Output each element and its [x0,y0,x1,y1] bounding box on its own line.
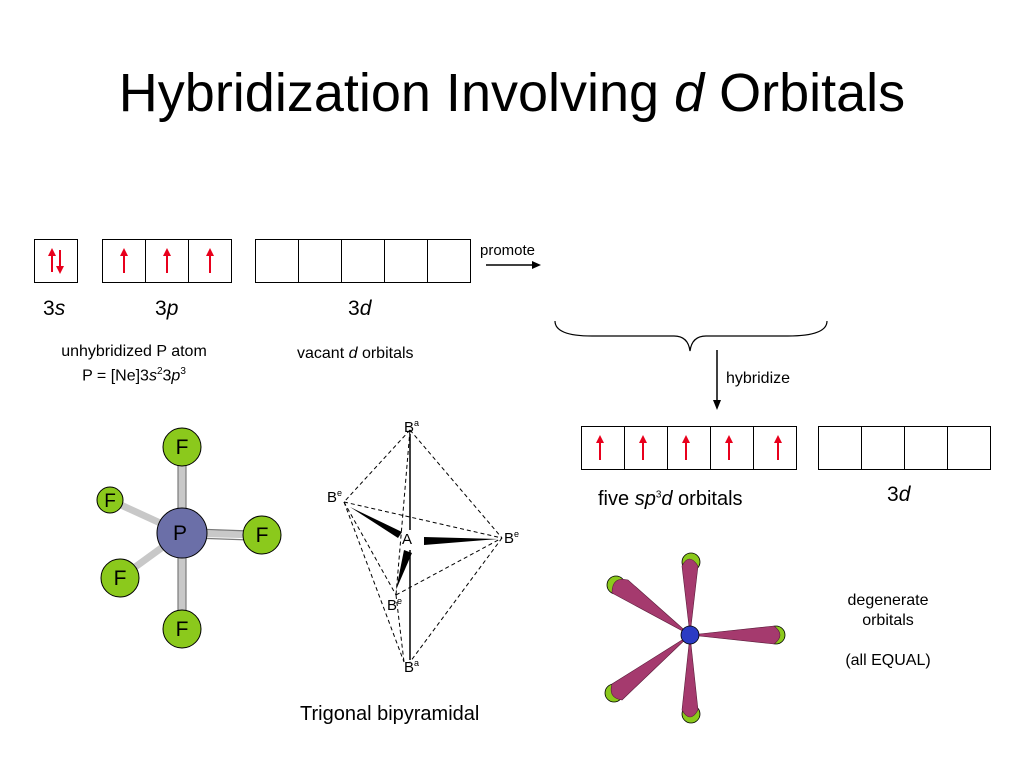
trigonal-bipyramid-diagram: Ba Be Be Be Ba A [327,418,519,676]
orbital-lobe-top [681,558,699,636]
orbital-box [188,239,232,283]
electron-up-arrow-icon [639,435,647,460]
unhybridized-description: unhybridized P atom P = [Ne]3s23p3 [34,342,234,386]
slide-title: Hybridization Involving d Orbitals [0,62,1024,124]
electron-up-arrow-icon [682,435,690,460]
orbital-box [427,239,471,283]
fluorine-atom-back-left [96,486,124,514]
orbital-3s [34,239,78,283]
title-text: Hybridization Involving [118,63,675,123]
sp3d-hybrid-orbitals-diagram [604,552,786,724]
fluorine-atom-top [162,427,202,467]
sp3d-label: five sp3d orbitals [598,488,743,510]
orbital-sp3d [581,426,797,470]
orbital-lobe-upper-left [611,579,691,636]
promote-label: promote [480,242,536,259]
orbital-3p [102,239,232,283]
spacer [808,631,968,651]
geometry-caption: Trigonal bipyramidal [300,703,480,725]
fluorine-atom-bottom [162,609,202,649]
orbital-box [255,239,299,283]
title-text-end: Orbitals [704,63,906,123]
orbital-box [384,239,428,283]
title-italic: d [674,63,705,123]
electron-up-arrow-icon [725,435,733,460]
orbital-box [624,426,668,470]
phosphorus-label: P [173,522,187,545]
label-3s: 3s [43,297,66,320]
hybridize-label: hybridize [726,370,791,387]
orbital-box [102,239,146,283]
orbital-box [861,426,905,470]
grouping-brace-icon [554,320,828,352]
degenerate-line3: (all EQUAL) [845,652,931,669]
axial-label-top: Ba [404,418,419,436]
central-atom-label: A [402,531,412,548]
bipyramid-edges [343,429,503,663]
pf5-molecule-model: F F F F F P [96,427,282,649]
orbital-box [341,239,385,283]
orbital-3d [255,239,471,283]
orbital-lobe-bottom [681,634,699,718]
orbital-box [818,426,862,470]
electron-up-arrow-icon [163,248,171,273]
promote-arrow-icon [486,261,541,269]
fluorine-label: F [114,567,127,590]
electron-up-arrow-icon [774,435,782,460]
label-3d-remaining: 3d [887,483,911,506]
equatorial-wedge-front [396,550,412,590]
orbital-box [667,426,711,470]
fluorine-label: F [256,524,269,547]
electron-up-arrow-icon [206,248,214,273]
hybridize-arrow-icon [713,350,721,410]
unhybridized-title: unhybridized P atom [61,343,207,360]
orbital-box [904,426,948,470]
fluorine-label: F [176,618,189,641]
degenerate-note: degenerate orbitals (all EQUAL) [808,591,968,671]
orbital-box [947,426,991,470]
equatorial-wedge-left [350,507,402,538]
orbital-box [298,239,342,283]
orbital-3d-remaining [818,426,991,470]
electron-up-arrow-icon [120,248,128,273]
orbital-box [34,239,78,283]
orbital-box [753,426,797,470]
equatorial-label-front: Be [387,596,402,614]
phosphorus-atom [156,507,208,559]
label-3p: 3p [155,297,179,320]
paired-electron-arrows-icon [48,248,64,274]
fluorine-atom-front-left [100,558,140,598]
equatorial-label-left: Be [327,488,342,506]
label-3d: 3d [348,297,372,320]
fluorine-label: F [176,436,189,459]
orbital-box [710,426,754,470]
equatorial-wedge-right [424,537,498,545]
degenerate-line1: degenerate [847,592,929,609]
vacant-d-label: vacant d orbitals [297,345,414,362]
equatorial-label-right: Be [504,529,519,547]
orbital-lobe-right [689,625,781,645]
degenerate-line2: orbitals [862,612,914,629]
nucleus-icon [680,625,700,645]
orbital-lobe-lower-left [610,634,691,701]
fluorine-atom-right [242,515,282,555]
electron-up-arrow-icon [596,435,604,460]
fluorine-label: F [104,491,116,512]
orbital-box [581,426,625,470]
axial-label-bottom: Ba [404,658,419,676]
electron-configuration: P = [Ne]3s23p3 [82,366,186,385]
orbital-box [145,239,189,283]
